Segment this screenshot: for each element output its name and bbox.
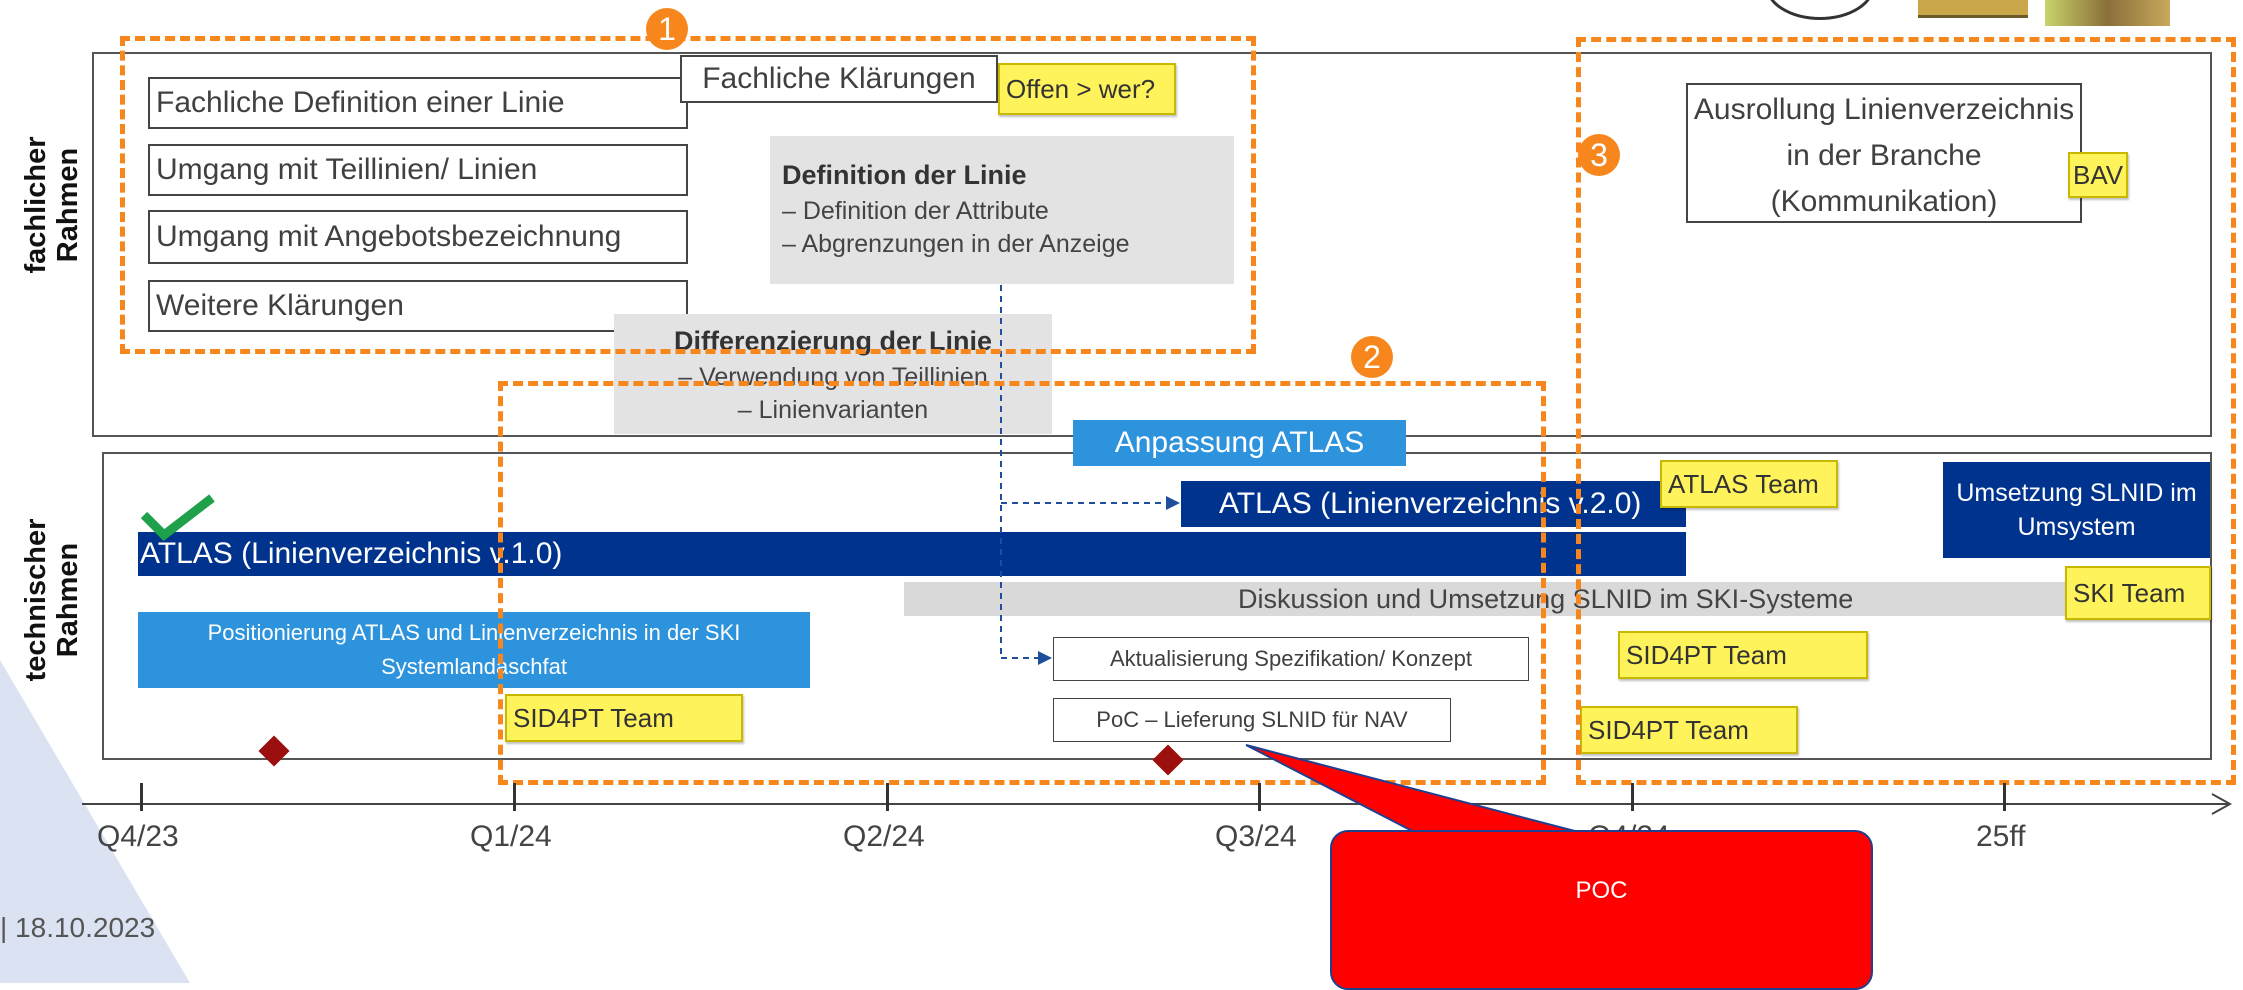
positionierung-text: Positionierung ATLAS und Linienverzeichn…: [207, 620, 741, 679]
timeline-tick: [1258, 783, 1261, 811]
sticky-atlas-team: ATLAS Team: [1660, 460, 1838, 508]
differenzierung-box: Differenzierung der Linie – Verwendung v…: [614, 314, 1052, 434]
focus-area-1: [120, 36, 1256, 354]
timeline-tick: [1631, 783, 1634, 811]
ausrollung-line: (Kommunikation): [1770, 185, 1998, 218]
poc-callout-pointer: [1245, 744, 1591, 836]
background-triangle: [0, 660, 190, 983]
differenzierung-item: – Linienvarianten: [737, 396, 929, 424]
definition-der-linie-box: Definition der Linie – Definition der At…: [770, 136, 1234, 284]
timeline-tick: [2003, 783, 2006, 811]
sticky-sid4pt-team: SID4PT Team: [1618, 631, 1868, 679]
bar-positionierung-atlas: Positionierung ATLAS und Linienverzeichn…: [138, 612, 810, 688]
footer-date: | 18.10.2023: [0, 912, 156, 943]
sticky-sid4pt-team: SID4PT Team: [505, 694, 743, 742]
box-fachliche-klaerungen: Fachliche Klärungen: [680, 55, 998, 103]
sticky-bav: BAV: [2068, 152, 2128, 198]
definition-item: – Abgrenzungen in der Anzeige: [782, 230, 1130, 258]
marker-3: 3: [1578, 134, 1620, 176]
marker-1: 1: [646, 8, 688, 50]
sticky-offen-wer: Offen > wer?: [998, 63, 1176, 115]
bar-diskussion-slnid: Diskussion und Umsetzung SLNID im SKI-Sy…: [904, 582, 2128, 616]
ausrollung-box: Ausrollung Linienverzeichnis in der Bran…: [1686, 83, 2082, 223]
poc-callout: POC: [1330, 830, 1873, 990]
timeline-axis: [82, 793, 2233, 815]
umsetzung-line2: Umsystem: [2017, 513, 2136, 541]
ausrollung-line: in der Branche: [1786, 139, 1982, 172]
bar-atlas-v2: ATLAS (Linienverzeichnis v.2.0): [1181, 481, 1686, 527]
timeline-label: Q4/23: [97, 820, 179, 853]
focus-area-2: [498, 381, 1546, 785]
bar-anpassung-atlas: Anpassung ATLAS: [1073, 420, 1406, 466]
row-label-technisch-text: technischer Rahmen: [20, 518, 84, 682]
box-aktualisierung: Aktualisierung Spezifikation/ Konzept: [1053, 637, 1529, 681]
timeline-tick: [513, 783, 516, 811]
box-fachliche-definition: Fachliche Definition einer Linie: [148, 77, 688, 129]
timeline-label: 25ff: [1976, 820, 2026, 853]
definition-title: Definition der Linie: [782, 160, 1027, 190]
top-right-circle-icon: [1765, 0, 1875, 20]
definition-item: – Definition der Attribute: [782, 197, 1049, 225]
box-poc-lieferung: PoC – Lieferung SLNID für NAV: [1053, 698, 1451, 742]
timeline-tick: [886, 783, 889, 811]
marker-2: 2: [1351, 336, 1393, 378]
timeline-label: Q2/24: [843, 820, 925, 853]
timeline-label: Q1/24: [470, 820, 552, 853]
timeline-label: Q3/24: [1215, 820, 1297, 853]
ausrollung-line: Ausrollung Linienverzeichnis: [1693, 93, 2075, 126]
train-image-fragment: [1918, 0, 2028, 18]
box-umgang-angebot: Umgang mit Angebotsbezeichnung: [148, 210, 688, 264]
bar-umsetzung-slnid: Umsetzung SLNID im Umsystem: [1943, 462, 2210, 558]
row-label-fachlich-text: fachlicher Rahmen: [20, 136, 84, 274]
people-image-fragment: [2045, 0, 2170, 26]
sticky-ski-team: SKI Team: [2065, 566, 2211, 620]
umsetzung-line1: Umsetzung SLNID im: [1956, 479, 2197, 507]
poc-callout-text: POC: [1575, 877, 1628, 904]
box-weitere-klaerungen: Weitere Klärungen: [148, 280, 688, 332]
row-label-fachlich: fachlicher Rahmen: [20, 125, 100, 285]
row-label-technisch: technischer Rahmen: [20, 510, 100, 690]
focus-area-3: [1576, 37, 2236, 785]
box-umgang-teillinien: Umgang mit Teillinien/ Linien: [148, 144, 688, 196]
bar-atlas-v1: ATLAS (Linienverzeichnis v.1.0): [138, 532, 1686, 576]
differenzierung-item: – Verwendung von Teillinien: [678, 363, 988, 391]
sticky-sid4pt-team: SID4PT Team: [1580, 706, 1798, 754]
timeline-tick: [140, 783, 143, 811]
